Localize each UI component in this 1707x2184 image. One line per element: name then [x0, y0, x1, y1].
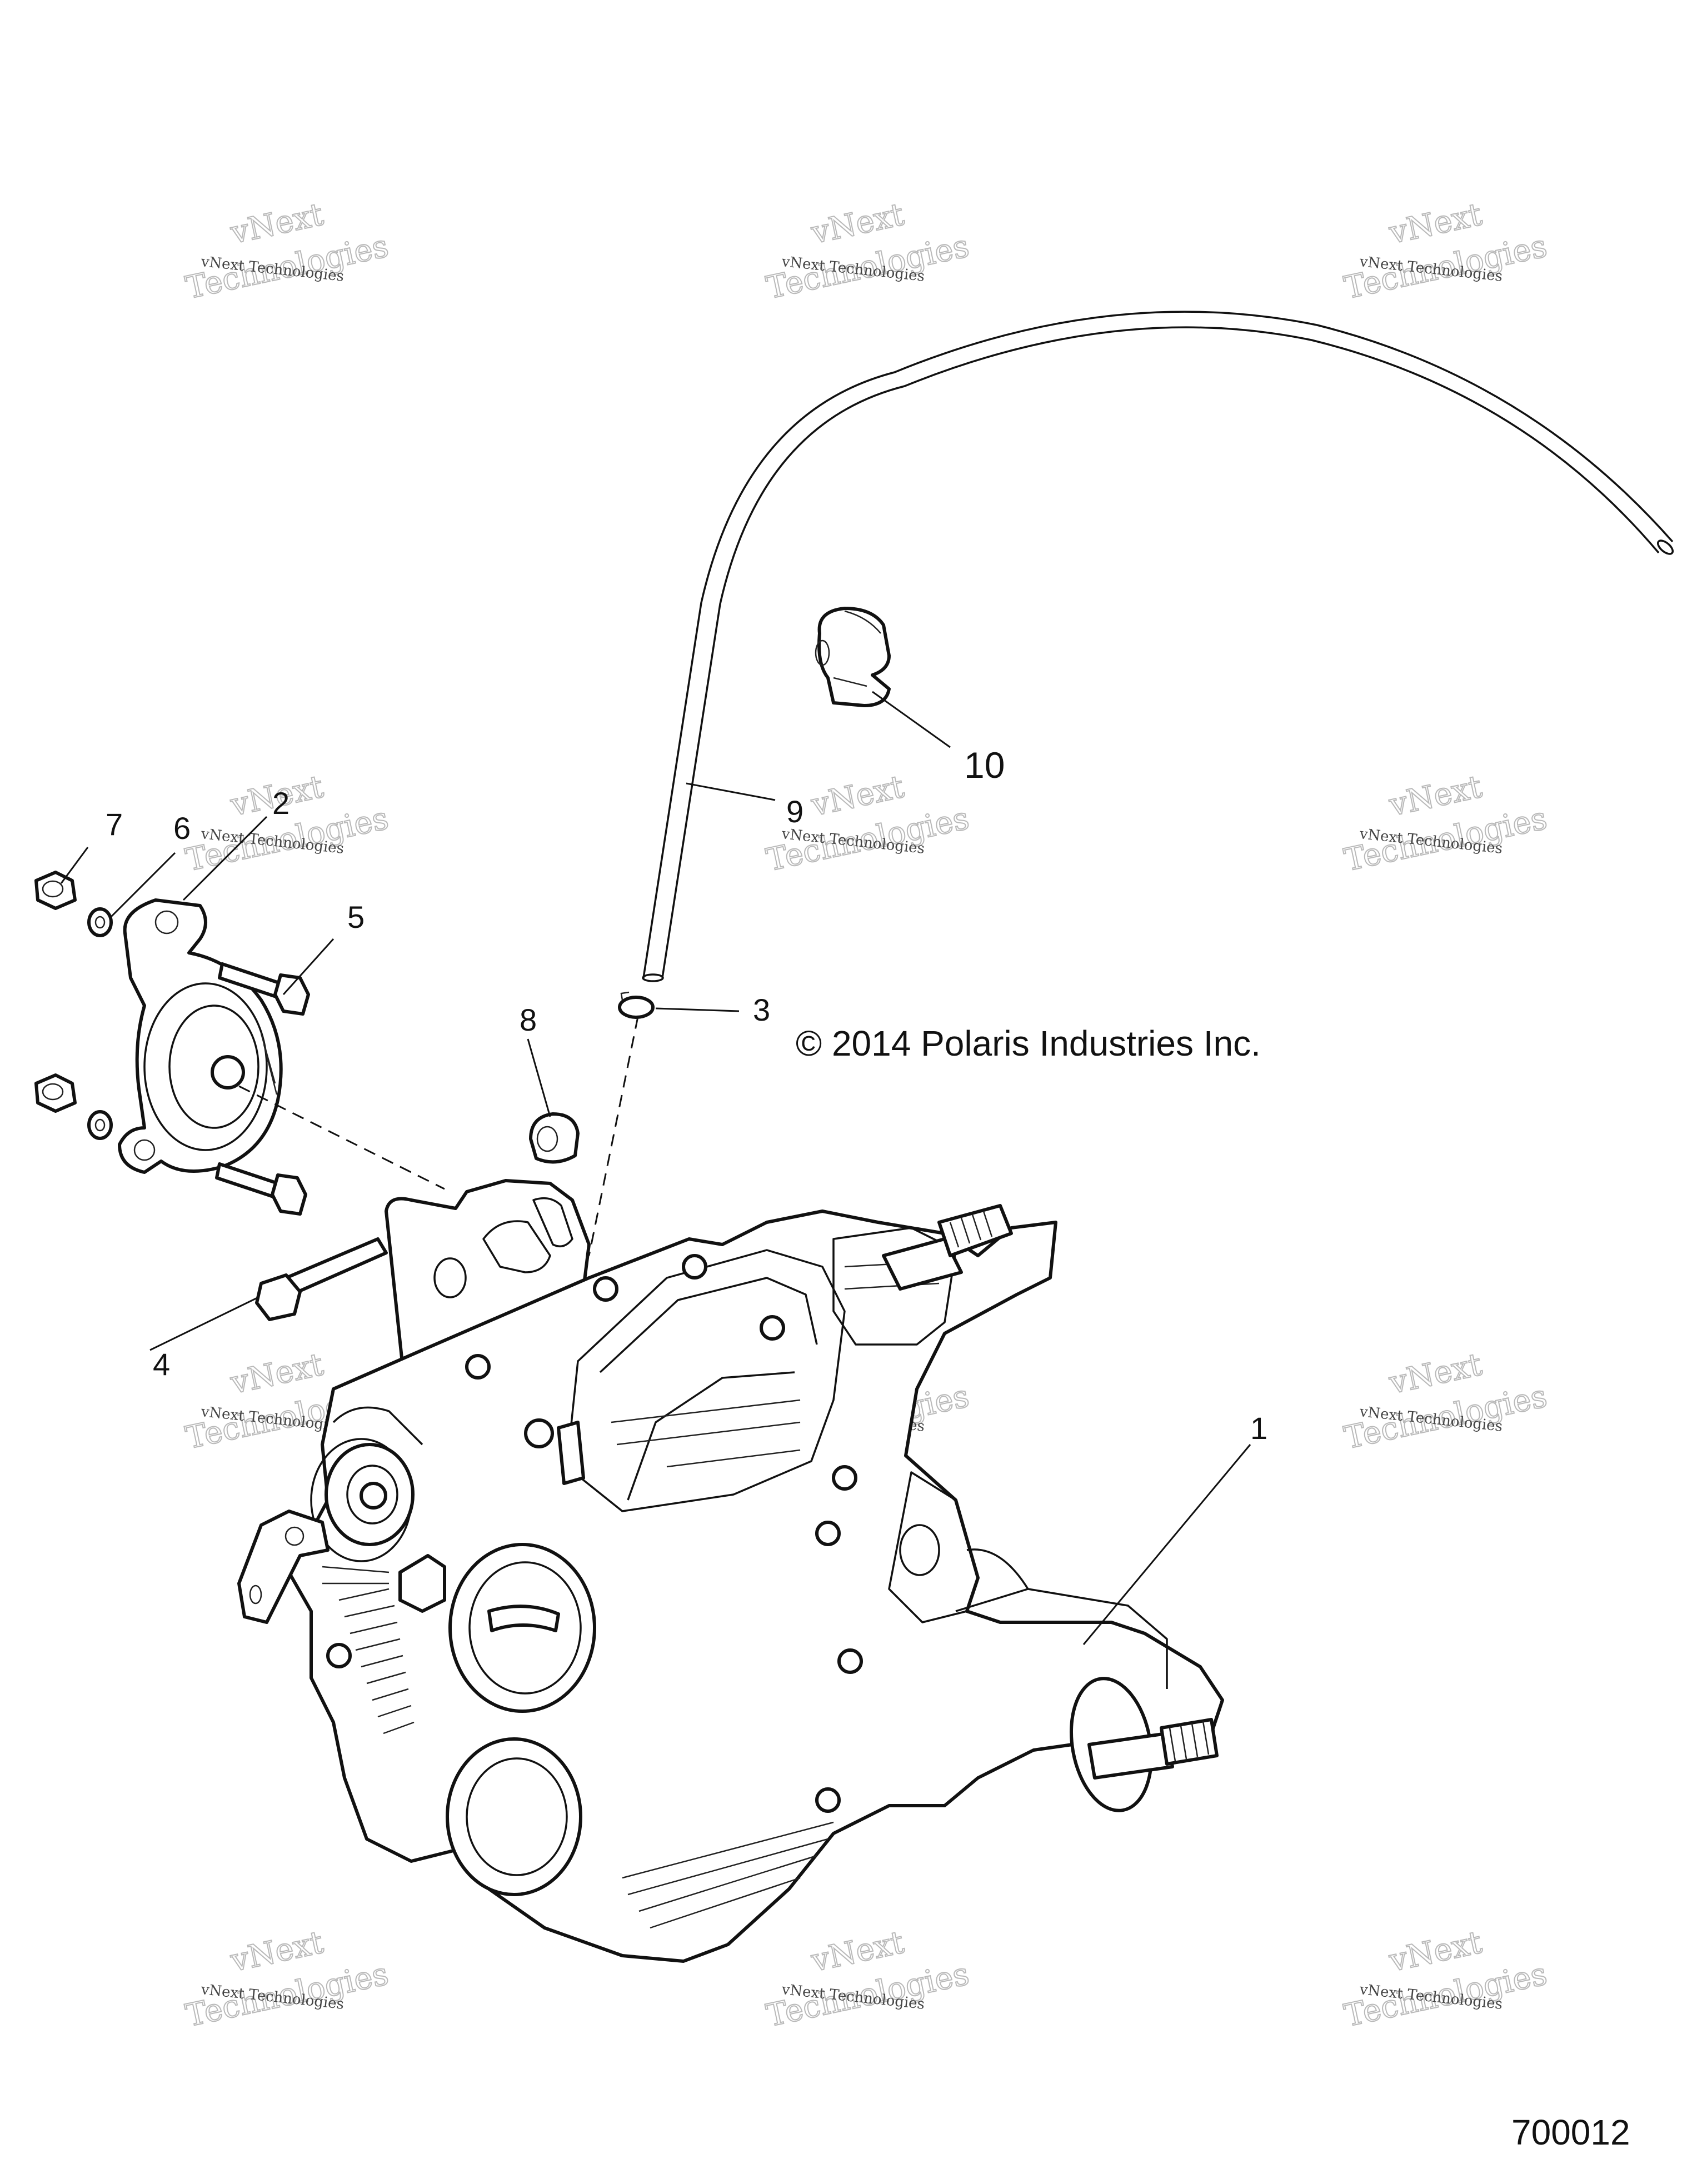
bushing-part-8	[529, 1112, 580, 1164]
bolt-part-5-lower	[215, 1162, 307, 1216]
hose-clamp-part-3	[618, 991, 655, 1019]
nut-part-7-lower	[34, 1073, 77, 1113]
callout-10: 10	[964, 744, 1005, 786]
logo-badge	[487, 1605, 560, 1632]
callout-5: 5	[347, 899, 365, 934]
watermark: vNext Technologies vNext Technologies	[182, 196, 392, 307]
watermark: vNext Technologies vNext Technologies	[763, 196, 973, 307]
hose-end	[1656, 539, 1674, 555]
callout-9: 9	[786, 794, 803, 829]
hose-end	[642, 973, 664, 982]
callout-1: 1	[1250, 1411, 1267, 1446]
vent-hose-part-9	[642, 311, 1674, 982]
bolt-part-4	[255, 1237, 388, 1321]
bolt-part-5-upper	[218, 962, 310, 1016]
assembly-lines	[238, 1016, 639, 1256]
callout-2: 2	[272, 786, 290, 821]
transmission-part-1	[237, 1179, 1224, 1963]
callout-3: 3	[753, 992, 770, 1027]
upper-output-shaft	[882, 1204, 1013, 1291]
clip-part-10	[815, 607, 891, 707]
callout-7: 7	[106, 807, 123, 842]
callout-labels: 1 2 3 4 5 6 7 8 9 10	[106, 744, 1267, 1446]
watermark: vNext Technologies vNext Technologies	[763, 1924, 973, 2035]
cooling-fins	[338, 1588, 415, 1735]
watermark: vNext Technologies vNext Technologies	[1341, 1346, 1551, 1457]
nut-part-7	[34, 871, 77, 910]
diagram-id: 700012	[1511, 2112, 1630, 2152]
copyright-notice: © 2014 Polaris Industries Inc.	[796, 1023, 1261, 1063]
sensor-part-2	[118, 898, 283, 1174]
washer-part-6	[87, 907, 113, 937]
lower-output-shaft	[1087, 1718, 1219, 1780]
watermark: vNext Technologies vNext Technologies	[182, 1924, 392, 2035]
washer-part-6-lower	[87, 1110, 113, 1140]
callout-6: 6	[173, 811, 191, 846]
callout-4: 4	[153, 1347, 170, 1382]
watermark: vNext Technologies vNext Technologies	[1341, 768, 1551, 879]
leader-lines	[60, 691, 1251, 1645]
housing-bolts	[326, 1254, 863, 1813]
watermark: vNext Technologies vNext Technologies	[1341, 1924, 1551, 2035]
watermark: vNext Technologies vNext Technologies	[1341, 196, 1551, 307]
callout-8: 8	[520, 1002, 537, 1037]
